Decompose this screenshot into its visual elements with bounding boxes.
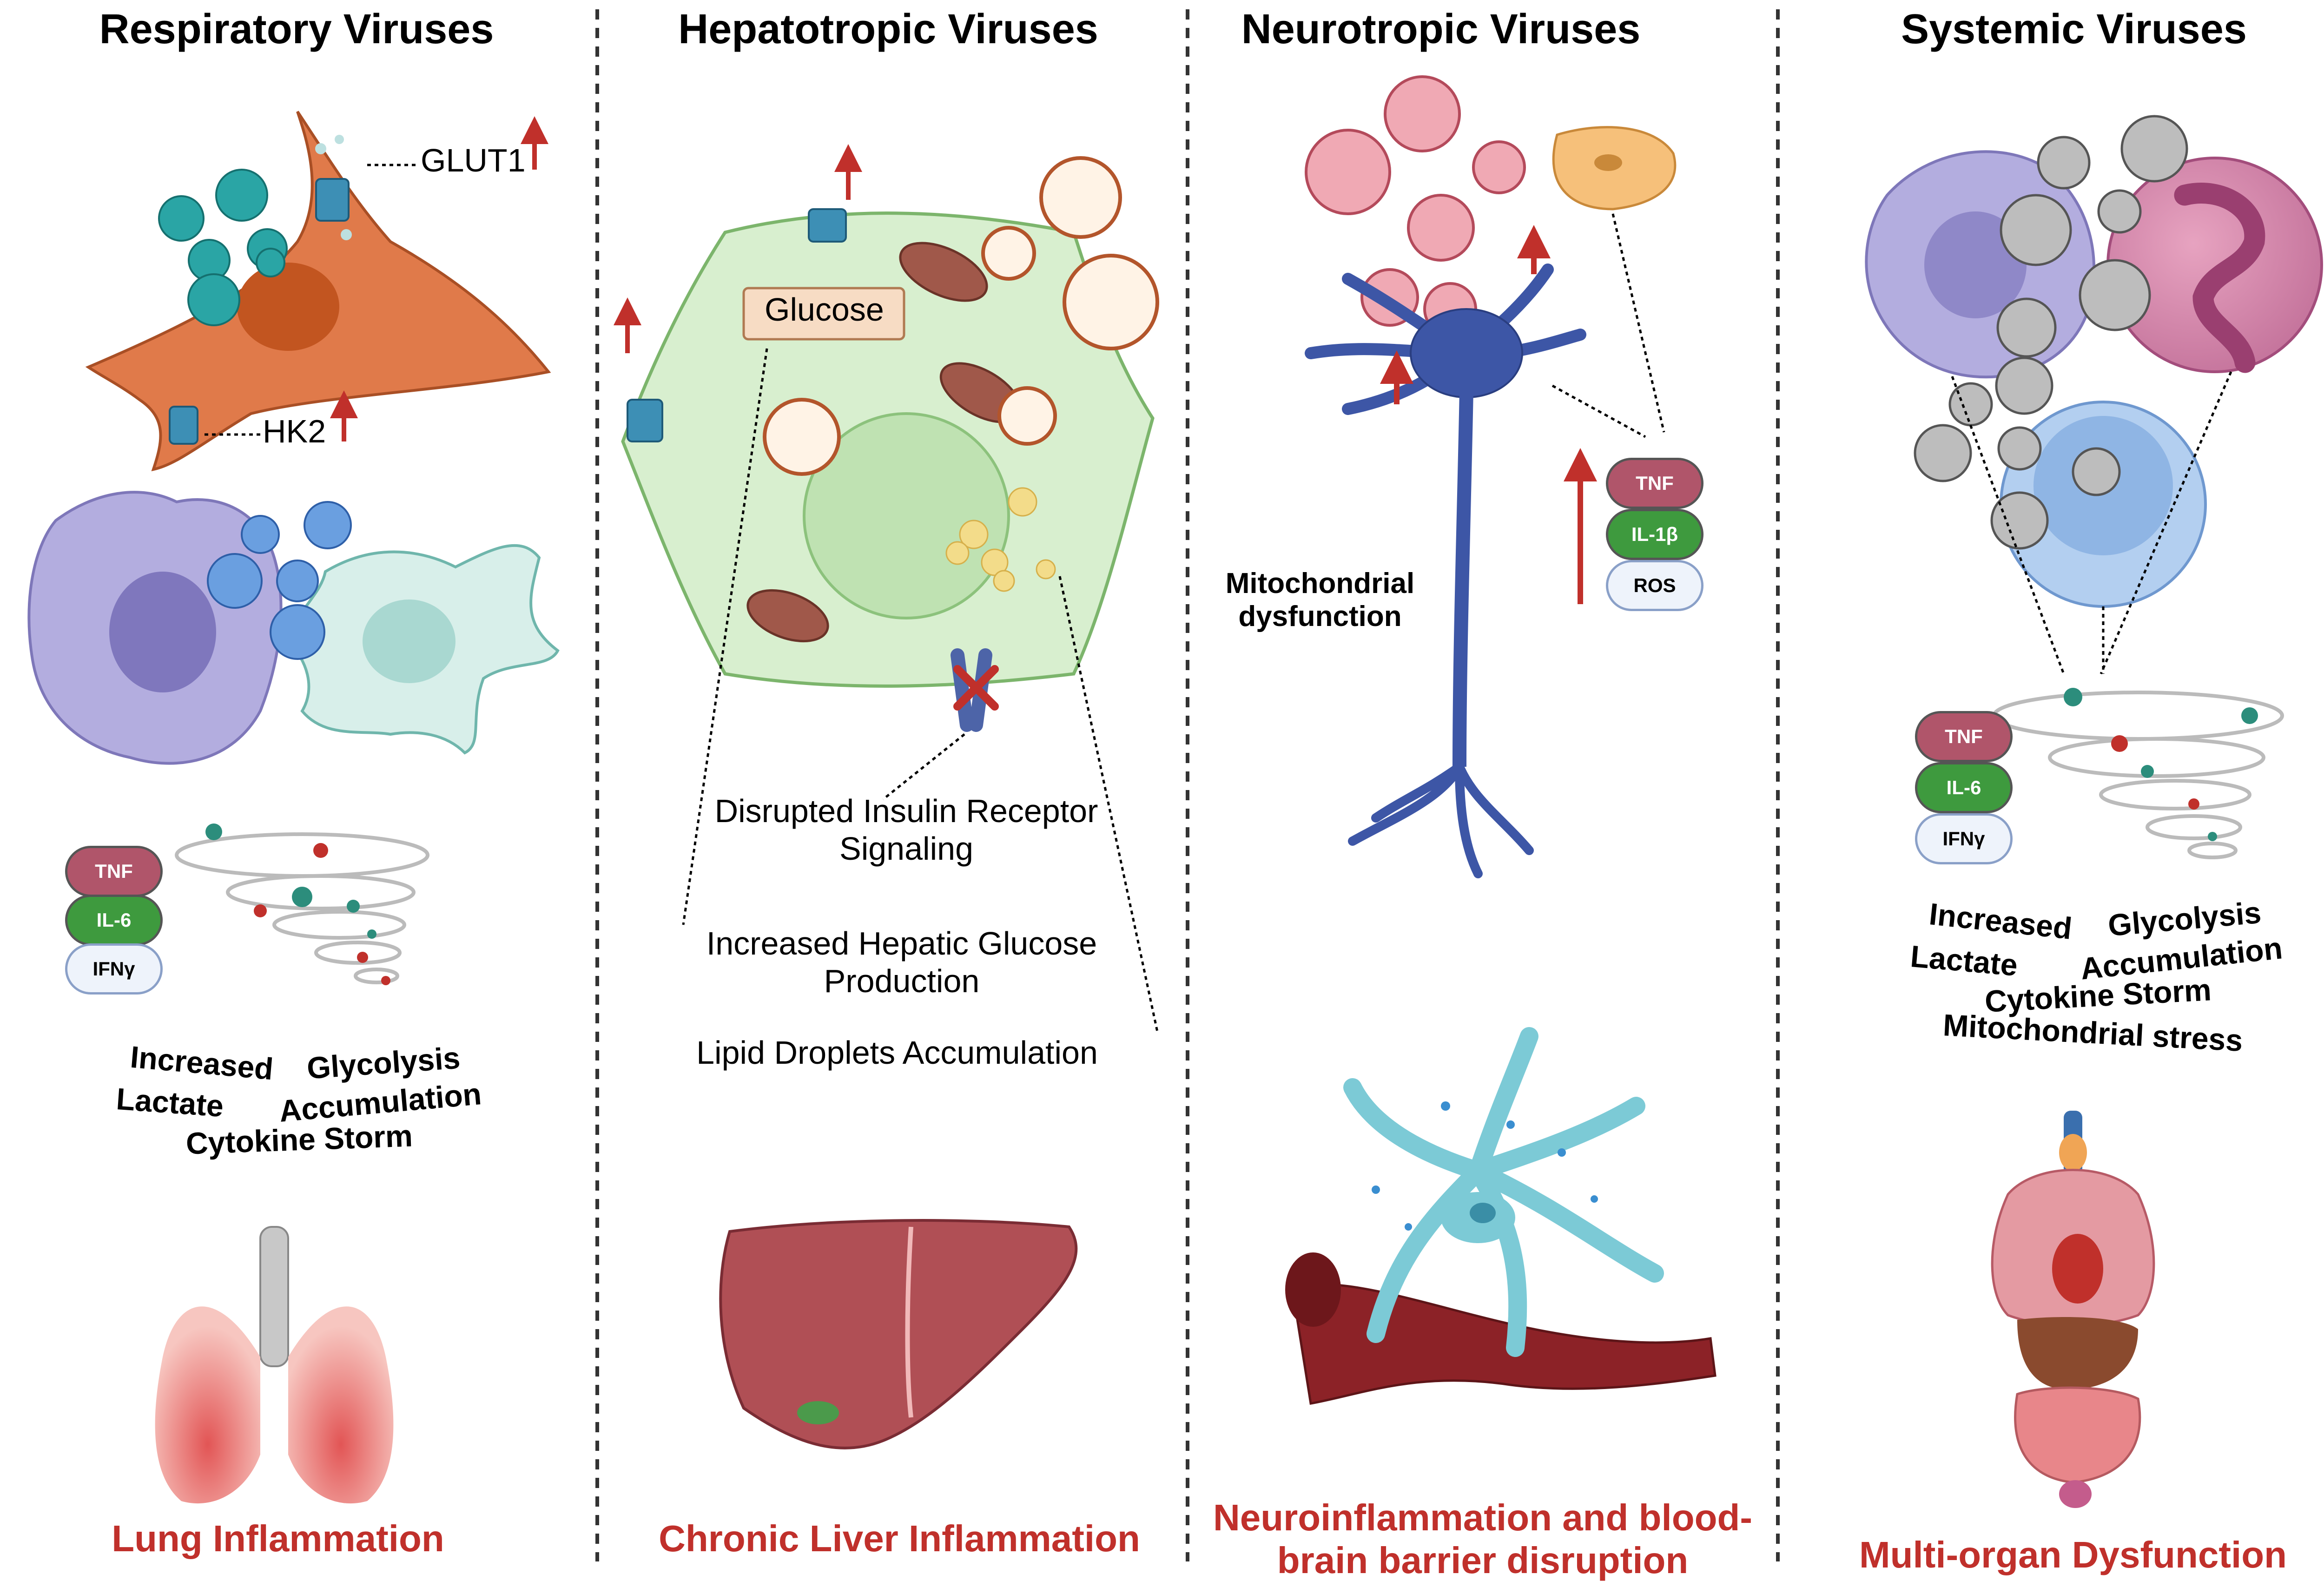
- fibroblast-cell: [85, 111, 551, 471]
- mitochondrial-dysfunction-label: Mitochondrial dysfunction: [1225, 567, 1415, 633]
- il1b-pill: IL-1β: [1606, 509, 1703, 560]
- hepatotropic-title: Hepatotropic Viruses: [678, 6, 1098, 53]
- hepatic-glucose-label: Increased Hepatic Glucose Production: [706, 925, 1097, 999]
- respiratory-title: Respiratory Viruses: [99, 6, 494, 53]
- glucose-transporter-icon: [627, 208, 847, 442]
- cytokine-storm-icon: [175, 832, 429, 984]
- lungs-icon: [155, 1226, 394, 1504]
- cytokine-dots: [205, 823, 390, 985]
- systemic-virus-icon: [1914, 115, 2188, 550]
- glucose-transporter-icon: [169, 135, 352, 445]
- systemic-title: Systemic Viruses: [1901, 6, 2247, 53]
- neutrophil-cell: [2106, 157, 2323, 373]
- tnf-pill: TNF: [1915, 711, 2013, 762]
- dendritic-cell: [286, 544, 560, 755]
- leader-lines: [1552, 213, 1665, 438]
- tnf-pill: TNF: [65, 846, 163, 897]
- leader-lines: [682, 348, 1159, 1032]
- insulin-signaling-label: Disrupted Insulin Receptor Signaling: [714, 793, 1098, 867]
- coronavirus-icon: [207, 501, 352, 660]
- leader-lines: [205, 164, 418, 436]
- ifng-pill: IFNγ: [1915, 813, 2013, 864]
- up-arrow-icon: [614, 144, 862, 353]
- neuroinflammation-outcome: Neuroinflammation and blood-brain barrie…: [1213, 1497, 1752, 1581]
- il6-pill: IL-6: [1915, 762, 2013, 813]
- inflammation-dots: [1372, 1101, 1598, 1231]
- lung-inflammation-outcome: Lung Inflammation: [112, 1518, 444, 1559]
- cytokine-dots: [2064, 688, 2258, 841]
- blood-vessel-icon: [1285, 1252, 1717, 1405]
- glucose-label: Glucose: [765, 291, 884, 328]
- glut1-label: GLUT1: [421, 142, 526, 178]
- liver-icon: [719, 1219, 1078, 1449]
- lipid-droplets-label: Lipid Droplets Accumulation: [696, 1034, 1098, 1071]
- multi-organ-dysfunction-outcome: Multi-organ Dysfunction: [1859, 1534, 2287, 1575]
- cytokine-storm-icon: [1992, 691, 2284, 859]
- glial-cell: [1552, 126, 1677, 211]
- ifng-pill: IFNγ: [65, 943, 163, 995]
- herpes-virus-icon: [1305, 75, 1526, 336]
- neuron-icon: [1305, 263, 1586, 878]
- chronic-liver-inflammation-outcome: Chronic Liver Inflammation: [659, 1518, 1140, 1559]
- leader-lines: [1951, 371, 2232, 674]
- glucose-label-box: [742, 287, 905, 341]
- coronavirus-icon: [158, 169, 288, 326]
- up-arrow-icon: [1380, 225, 1597, 604]
- up-arrow-icon: [330, 116, 548, 441]
- hk2-label: HK2: [263, 413, 326, 449]
- organs-icon: [1991, 1111, 2155, 1508]
- lipid-droplets: [945, 487, 1056, 592]
- hepatitis-virus-icon: [763, 156, 1159, 476]
- astrocyte-icon: [1343, 1027, 1664, 1357]
- ros-pill: ROS: [1606, 560, 1703, 611]
- il6-pill: IL-6: [65, 895, 163, 946]
- neurotropic-title: Neurotropic Viruses: [1241, 6, 1641, 53]
- lactate-word: Lactate: [115, 1081, 225, 1123]
- insulin-receptor-icon: [951, 648, 999, 732]
- tnf-pill: TNF: [1606, 458, 1703, 509]
